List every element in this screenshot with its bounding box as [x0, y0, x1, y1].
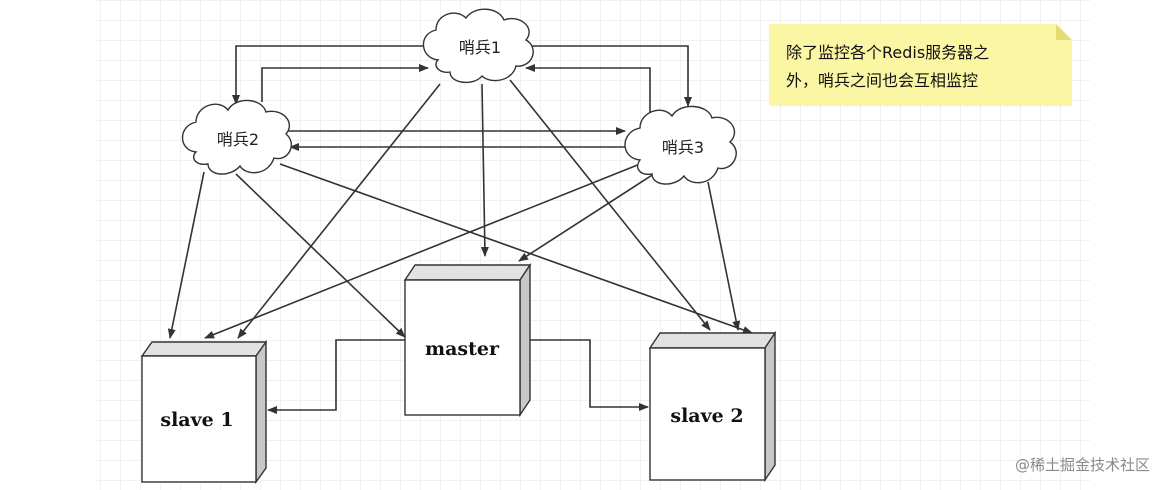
edge-s3-to-master [518, 169, 661, 262]
edge-s2-to-master [235, 173, 406, 338]
sentinel-3: 哨兵3 [624, 105, 737, 185]
edge-master-to-slave1 [267, 339, 405, 414]
sentinel-1: 哨兵1 [422, 8, 534, 83]
edge-s2-to-s1 [261, 64, 429, 102]
sticky-note: 除了监控各个Redis服务器之 外，哨兵之间也会互相监控 [769, 24, 1072, 106]
edge-s2-to-slave2 [279, 163, 753, 334]
slave-1-label: slave 1 [160, 409, 233, 431]
edge-s1-to-master [480, 83, 489, 257]
master-server: master [403, 262, 532, 418]
edge-s1-to-slave1 [237, 83, 441, 339]
sentinel-1-label: 哨兵1 [459, 38, 501, 57]
sentinel-3-label: 哨兵3 [662, 138, 704, 157]
master-label: master [425, 338, 500, 360]
watermark: @稀土掘金技术社区 [1015, 456, 1150, 474]
slave-1-server: slave 1 [140, 339, 268, 485]
edge-s1-to-slave2 [509, 79, 711, 331]
cloud-icon [624, 105, 737, 185]
edge-s3-to-slave2 [707, 181, 741, 331]
connections [167, 45, 753, 414]
sentinel-2-label: 哨兵2 [217, 130, 259, 149]
edge-s1-to-s2 [232, 45, 432, 105]
edge-s1-to-s3 [520, 45, 692, 107]
cloud-icon [181, 99, 292, 175]
slave-2-label: slave 2 [670, 405, 743, 427]
cloud-icon [422, 8, 534, 83]
edge-s3-to-s1 [525, 64, 651, 114]
note-line-2: 外，哨兵之间也会互相监控 [786, 71, 978, 90]
edge-s3-to-slave1 [204, 163, 641, 339]
sentinel-2: 哨兵2 [181, 99, 292, 175]
slave-2-server: slave 2 [648, 330, 777, 483]
edge-master-to-slave2 [530, 339, 649, 411]
edge-s2-to-slave1 [167, 171, 205, 339]
note-line-1: 除了监控各个Redis服务器之 [786, 43, 989, 62]
